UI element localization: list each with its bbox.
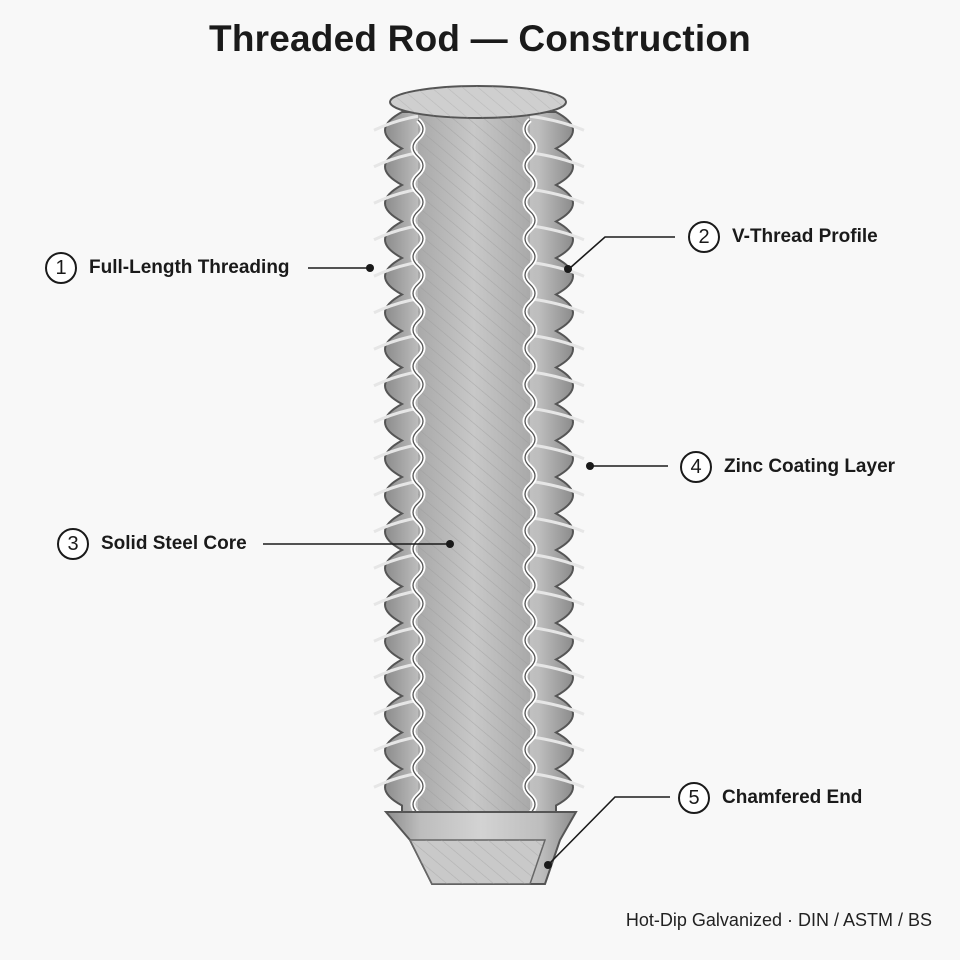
callout-2-label: V-Thread Profile bbox=[732, 226, 878, 247]
callout-3-label: Solid Steel Core bbox=[101, 533, 247, 554]
leader-dot-1 bbox=[366, 264, 374, 272]
leader-dot-4 bbox=[586, 462, 594, 470]
leader-dots bbox=[366, 264, 594, 869]
leader-dot-3 bbox=[446, 540, 454, 548]
leader-dot-5 bbox=[544, 861, 552, 869]
callout-5: 5 Chamfered End bbox=[678, 778, 862, 818]
leader-5 bbox=[547, 796, 670, 866]
callout-2: 2 V-Thread Profile bbox=[688, 217, 878, 257]
callout-2-number: 2 bbox=[688, 221, 720, 253]
callout-3: 3 Solid Steel Core bbox=[57, 524, 247, 564]
callout-4-number: 4 bbox=[680, 451, 712, 483]
chamfered-end bbox=[383, 811, 578, 885]
standards-footer: Hot-Dip Galvanized · DIN / ASTM / BS bbox=[625, 910, 932, 930]
callout-5-label: Chamfered End bbox=[722, 787, 863, 808]
leader-dot-2 bbox=[564, 265, 572, 273]
thread-crest-left bbox=[373, 114, 419, 132]
callout-1: 1 Full-Length Threading bbox=[45, 248, 290, 288]
steel-core bbox=[410, 110, 538, 840]
callout-1-number: 1 bbox=[45, 252, 77, 284]
leader-lines bbox=[263, 236, 675, 866]
callout-4: 4 Zinc Coating Layer bbox=[680, 447, 895, 487]
callout-3-number: 3 bbox=[57, 528, 89, 560]
leader-2 bbox=[569, 236, 675, 269]
callout-5-number: 5 bbox=[678, 782, 710, 814]
callout-4-label: Zinc Coating Layer bbox=[724, 456, 896, 477]
thread-crest-right bbox=[529, 114, 585, 132]
callout-1-label: Full-Length Threading bbox=[89, 257, 290, 278]
diagram-title: Threaded Rod — Construction bbox=[209, 18, 751, 59]
